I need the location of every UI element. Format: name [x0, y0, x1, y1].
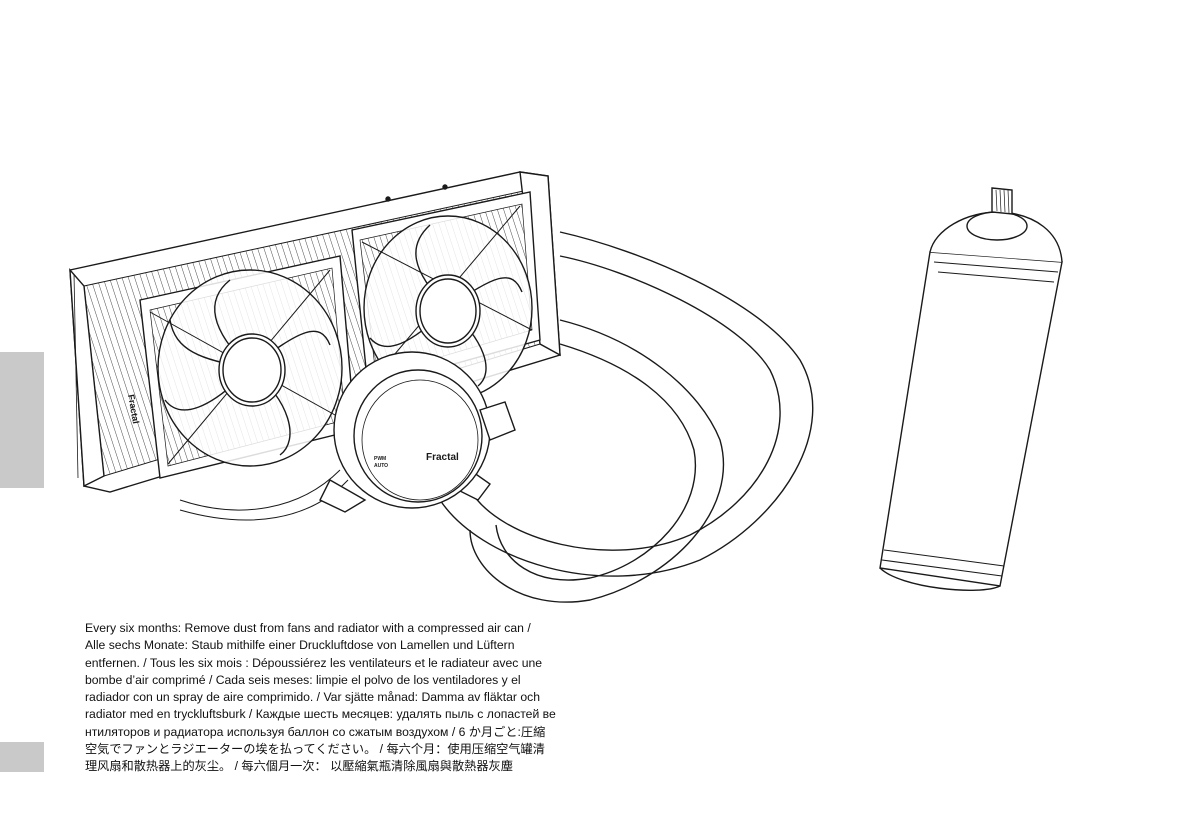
caption-line: Every six months: Remove dust from fans … [85, 621, 531, 635]
page-tab-marker [0, 742, 44, 772]
caption-line: radiador con un spray de aire comprimido… [85, 690, 540, 705]
fan-left [139, 255, 356, 479]
caption-line: entfernen. / Tous les six mois : Dépouss… [85, 655, 543, 670]
maintenance-caption: Every six months: Remove dust from fans … [85, 620, 645, 776]
pump-switch-pwm-label: PWM [374, 456, 386, 462]
caption-line: bombe d’air comprimé / Cada seis meses: … [85, 672, 521, 687]
maintenance-illustration: Fractal Fractal PWM AUTO [69, 171, 1063, 603]
caption-line: Alle sechs Monate: Staub mithilfe einer … [85, 638, 515, 653]
chapter-tab-marker [0, 352, 44, 488]
pump-head [319, 351, 516, 513]
caption-line: radiator med en tryckluftsburk / Каждые … [85, 707, 556, 722]
pump-logo: Fractal [426, 452, 459, 463]
caption-line: 理风扇和散热器上的灰尘。 / 每六個月一次： 以壓縮氣瓶清除風扇與散熱器灰塵 [85, 759, 513, 774]
caption-line: нтиляторов и радиатора используя баллон … [85, 724, 546, 739]
caption-line: 空気でファンとラジエーターの埃を払ってください。 / 每六个月：使用压缩空气罐清 [85, 742, 545, 757]
compressed-air-can [879, 187, 1063, 591]
pump-switch-auto-label: AUTO [374, 463, 388, 469]
